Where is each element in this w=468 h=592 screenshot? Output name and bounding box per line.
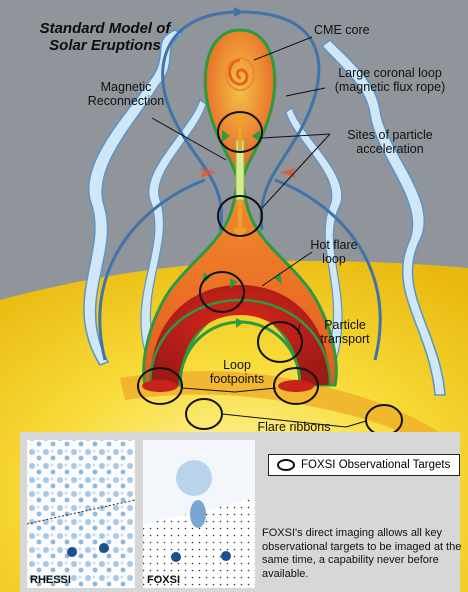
rhessi-source-a bbox=[67, 547, 77, 557]
foxsi-source-a bbox=[171, 552, 181, 562]
foxsi-emission-mid bbox=[190, 500, 206, 528]
label-loop-footpoints: Loop footpoints bbox=[192, 358, 282, 386]
rhessi-image bbox=[27, 440, 135, 588]
label-flare-ribbons: Flare ribbons bbox=[244, 420, 344, 434]
label-particle-transport: Particle transport bbox=[300, 318, 390, 346]
label-magnetic-reconnection: Magnetic Reconnection bbox=[66, 80, 186, 108]
foxsi-emission-top bbox=[176, 460, 212, 496]
label-large-coronal-loop: Large coronal loop (magnetic flux rope) bbox=[320, 66, 460, 94]
foxsi-label: FOXSI bbox=[147, 574, 180, 586]
legend-box: FOXSI Observational Targets bbox=[268, 454, 460, 476]
legend-text: FOXSI Observational Targets bbox=[301, 459, 450, 471]
inset-caption: FOXSI's direct imaging allows all key ob… bbox=[262, 527, 462, 581]
footpoint-right bbox=[278, 380, 314, 392]
diagram-title: Standard Model of Solar Eruptions bbox=[30, 20, 180, 54]
footpoint-left bbox=[142, 380, 178, 392]
label-sites-particle-acceleration: Sites of particle acceleration bbox=[330, 128, 450, 156]
target-ring-icon bbox=[277, 459, 295, 471]
foxsi-source-b bbox=[221, 551, 231, 561]
rhessi-source-b bbox=[99, 543, 109, 553]
label-cme-core: CME core bbox=[314, 23, 394, 37]
rhessi-label: RHESSI bbox=[30, 574, 71, 586]
label-hot-flare-loop: Hot flare loop bbox=[298, 238, 370, 266]
